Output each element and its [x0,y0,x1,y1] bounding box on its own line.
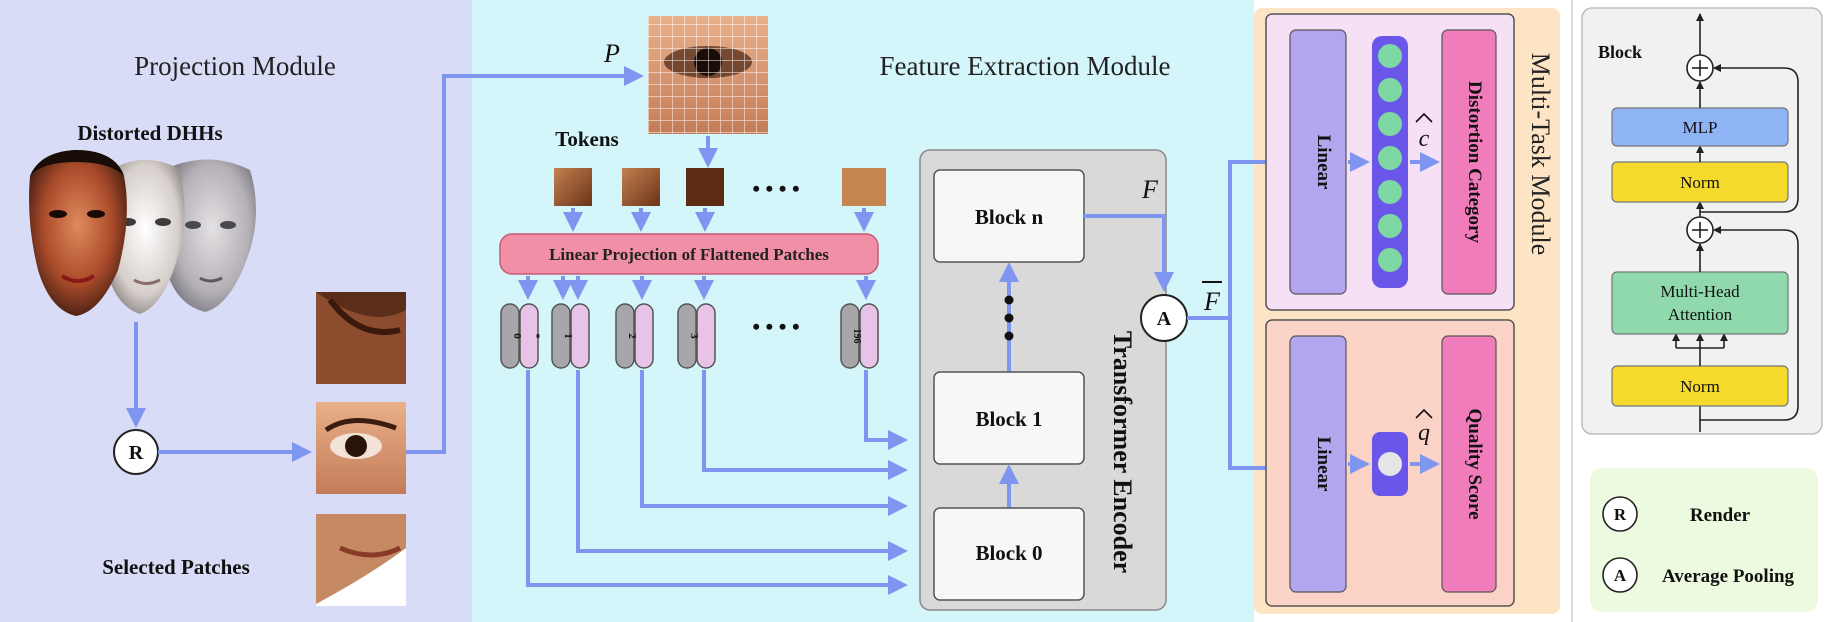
feature-extraction-title: Feature Extraction Module [880,51,1171,81]
mlp-label: MLP [1683,118,1718,137]
legend-render-symbol [1602,496,1638,532]
vertical-dot-2 [1004,313,1014,323]
block-0-label: Block 0 [975,541,1042,565]
q-hat-label: q [1418,420,1430,446]
legend-avg-symbol-label: A [1614,566,1627,585]
projection-module-title: Projection Module [134,51,336,81]
linear-projection-box [499,233,879,275]
patch-eye [316,402,406,494]
category-dot-1 [1378,44,1402,68]
pos-id-star: * [530,333,542,339]
q-hat-caret [1415,408,1433,419]
attention-label-line1: Multi-Head [1660,282,1740,301]
multitask-title: Multi-Task Module [1526,53,1555,256]
embedding-pair-0: 0 * [500,303,542,369]
avg-pool-node-label: A [1157,308,1172,330]
distorted-dhhs-label: Distorted DHHs [77,121,222,145]
category-dot-3 [1378,112,1402,136]
embedding-pair-1: 1 [551,303,590,369]
token-1 [622,168,660,206]
quality-score-box [1441,335,1497,593]
block-detail-title: Block [1598,42,1642,62]
f-label: F [1141,175,1159,204]
arrow-blockn-to-avg [1084,214,1174,292]
c-hat-caret [1415,112,1433,123]
token-196 [842,168,886,206]
block-n-label: Block n [975,205,1044,229]
category-dot-7 [1378,248,1402,272]
f-bar-label: F [1203,287,1221,316]
category-dot-4 [1378,146,1402,170]
vertical-dot-3 [1004,331,1014,341]
linear-bottom-label: Linear [1313,437,1334,492]
linear-top-label: Linear [1313,135,1334,190]
patch-lip [316,514,406,606]
score-dot [1378,452,1402,476]
p-patch-grid [648,16,768,134]
render-node-label: R [129,442,144,464]
distortion-category-box [1441,29,1497,295]
vertical-dot-1 [1004,295,1014,305]
pos-id-2: 2 [626,333,638,339]
legend-avg-label: Average Pooling [1662,566,1795,587]
pos-id-196: 196 [851,329,862,344]
linear-projection-label: Linear Projection of Flattened Patches [549,245,829,264]
tokens-label: Tokens [555,127,618,151]
tokens-ellipsis: • • • • [752,176,799,201]
face-gray [168,159,256,312]
linear-bottom-box [1289,335,1347,593]
distortion-category-label: Distortion Category [1464,81,1485,243]
pos-id-1: 1 [562,333,574,339]
quality-score-label: Quality Score [1464,408,1485,519]
attention-label-line2: Attention [1668,305,1733,324]
norm-bottom-label: Norm [1680,377,1720,396]
legend-avg-symbol [1602,557,1638,593]
linear-top-box [1289,29,1347,295]
block-1-label: Block 1 [975,407,1042,431]
face-color [29,150,127,316]
token-2 [686,168,724,206]
embedding-pair-196: 196 [840,303,879,369]
embeddings-ellipsis: • • • • [752,314,799,339]
pos-id-3: 3 [688,333,700,339]
block-0 [933,507,1085,601]
patch-hair [316,292,406,384]
category-dot-6 [1378,214,1402,238]
legend-render-label: Render [1690,505,1751,526]
pos-id-0: 0 [511,333,523,339]
selected-patches-label: Selected Patches [102,555,250,579]
category-dot-2 [1378,78,1402,102]
p-label: P [603,39,620,68]
category-dot-5 [1378,180,1402,204]
token-0 [554,168,592,206]
embedding-pair-3: 3 [677,303,716,369]
norm-top-label: Norm [1680,173,1720,192]
c-hat-label: c [1419,126,1430,152]
embedding-pair-2: 2 [615,303,654,369]
transformer-encoder-label: Transformer Encoder [1108,331,1137,573]
arrow-patch-to-p [406,66,644,454]
legend-render-symbol-label: R [1614,505,1627,524]
legend-panel [1590,468,1818,612]
